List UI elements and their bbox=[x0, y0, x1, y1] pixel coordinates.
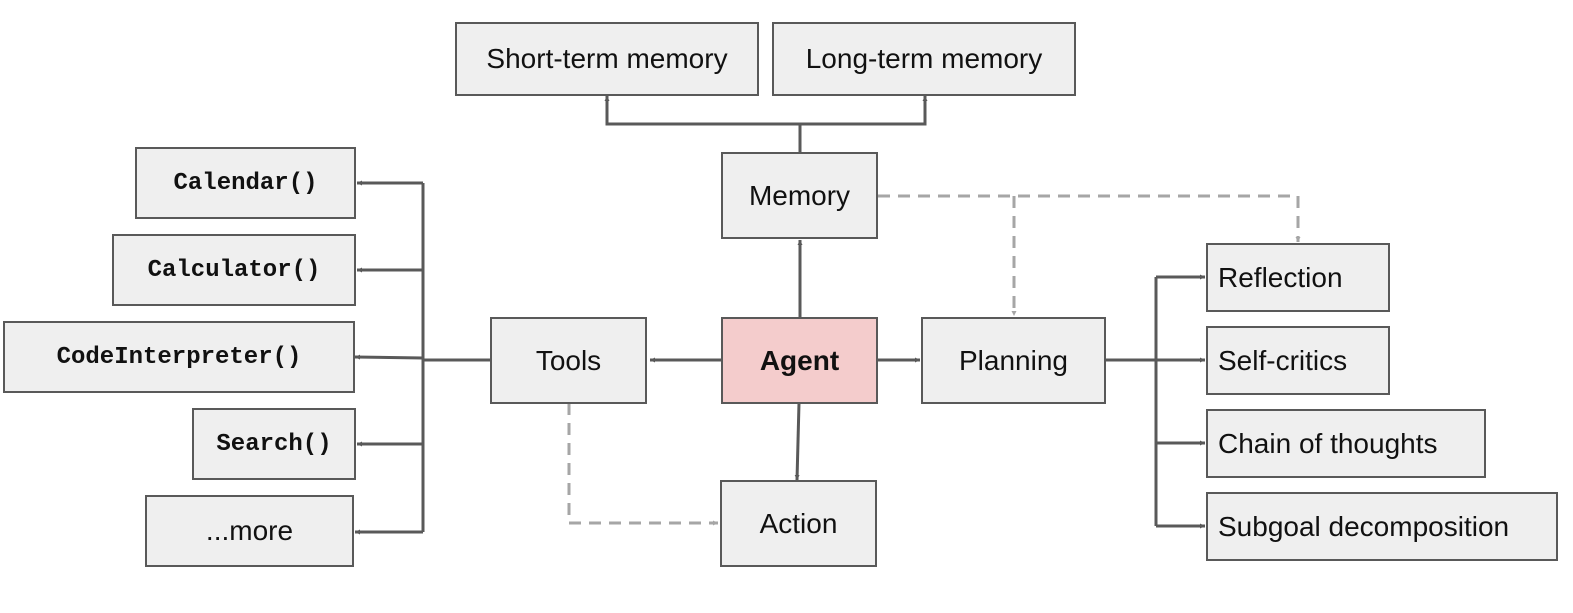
self-critics-label: Self-critics bbox=[1218, 344, 1348, 376]
memory-node: Memory bbox=[721, 152, 878, 239]
planning-node: Planning bbox=[921, 317, 1106, 404]
action-node: Action bbox=[720, 480, 877, 567]
action-label: Action bbox=[759, 507, 838, 539]
chain-of-thoughts-node: Chain of thoughts bbox=[1206, 409, 1486, 478]
tools-node: Tools bbox=[490, 317, 647, 404]
calculator-tool-node: Calculator() bbox=[112, 234, 356, 306]
subgoal-decomposition-label: Subgoal decomposition bbox=[1218, 510, 1510, 542]
short-term-memory-label: Short-term memory bbox=[486, 43, 728, 74]
memory-label: Memory bbox=[748, 179, 851, 211]
long-term-memory-node: Long-term memory bbox=[772, 22, 1076, 96]
code-interpreter-tool-node: CodeInterpreter() bbox=[3, 321, 355, 393]
chain-of-thoughts-label: Chain of thoughts bbox=[1218, 427, 1438, 459]
self-critics-node: Self-critics bbox=[1206, 326, 1390, 395]
short-term-memory-node: Short-term memory bbox=[455, 22, 759, 96]
reflection-node: Reflection bbox=[1206, 243, 1390, 312]
planning-label: Planning bbox=[959, 344, 1068, 376]
calculator-tool-label: Calculator() bbox=[147, 256, 321, 284]
more-tools-label: ...more bbox=[205, 515, 294, 546]
search-tool-node: Search() bbox=[192, 408, 356, 480]
more-tools-node: ...more bbox=[145, 495, 354, 567]
agent-node: Agent bbox=[721, 317, 878, 404]
search-tool-label: Search() bbox=[216, 430, 332, 458]
edge-to-code-interpreter bbox=[354, 354, 424, 360]
calendar-tool-label: Calendar() bbox=[173, 169, 318, 197]
long-term-memory-label: Long-term memory bbox=[805, 43, 1043, 74]
edge-agent-to-action bbox=[794, 402, 801, 481]
tools-label: Tools bbox=[535, 344, 602, 376]
subgoal-decomposition-node: Subgoal decomposition bbox=[1206, 492, 1558, 561]
edge-to-short-term-memory bbox=[604, 96, 800, 126]
dashed-edge-tools-to-action bbox=[567, 403, 718, 526]
calendar-tool-node: Calendar() bbox=[135, 147, 356, 219]
code-interpreter-tool-label: CodeInterpreter() bbox=[56, 343, 302, 371]
reflection-label: Reflection bbox=[1218, 261, 1343, 293]
agent-label: Agent bbox=[759, 344, 840, 376]
edge-to-long-term-memory bbox=[800, 96, 928, 126]
